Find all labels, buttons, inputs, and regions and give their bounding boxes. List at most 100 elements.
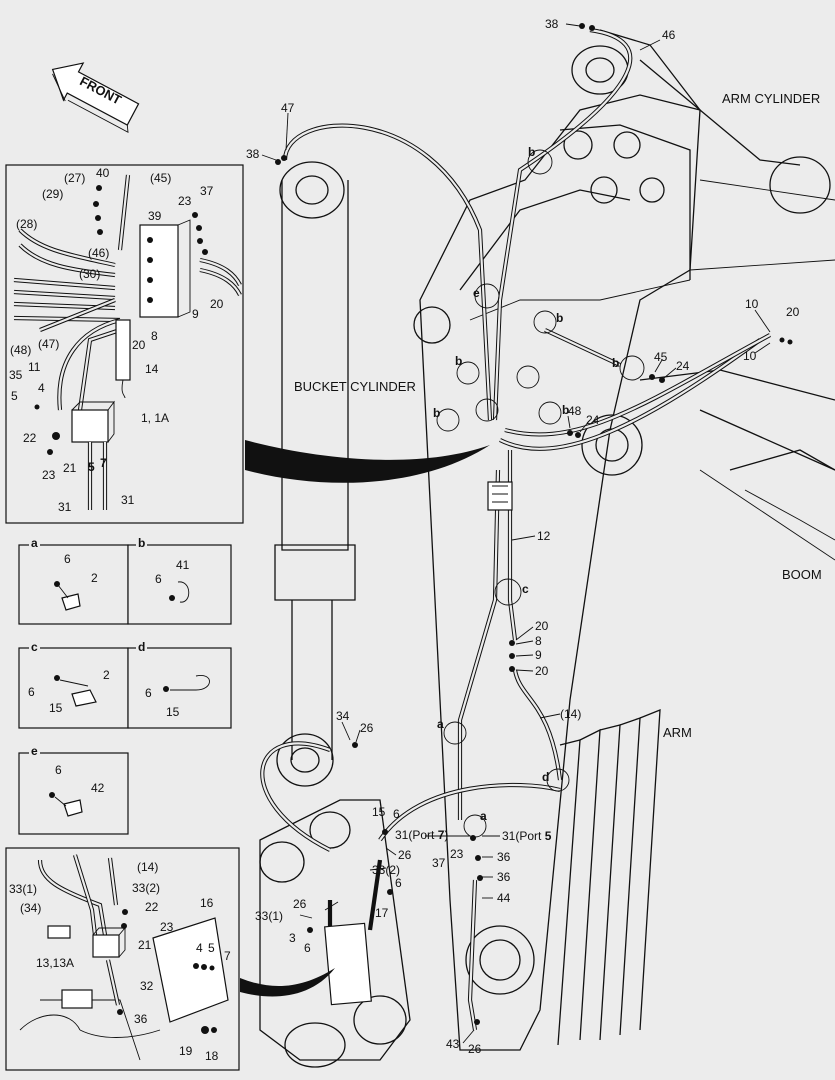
detail-a-callout-2: 2 [91,571,98,585]
callout-26: 26 [293,897,307,911]
bucket-cylinder-label: BUCKET CYLINDER [294,379,416,394]
detail-c-title: c [29,640,40,654]
inset2-callout-13-13a: 13,13A [36,956,75,970]
detail-c-callout-2: 2 [103,668,110,682]
detail-a-box [18,544,129,625]
marker-c: c [522,582,529,596]
inset2-callout-23: 23 [160,920,174,934]
leader-lines [261,23,771,1044]
inset1-callout-8: 8 [151,329,158,343]
inset2-callout-21: 21 [138,938,152,952]
callout-46: 46 [662,28,676,42]
inset1-callout-20: 20 [210,297,224,311]
detail-markers [436,149,645,838]
pointer-shape-bottom [240,968,335,997]
callout-47: 47 [281,101,295,115]
detail-e-callout-6: 6 [55,763,62,777]
inset1-callout-14: 14 [145,362,159,376]
callout-37: 37 [432,856,446,870]
inset1-callout-5: 5 [11,389,18,403]
detail-a-callout-6: 6 [64,552,71,566]
inset1-callout-30: (30) [79,267,101,281]
callout-31-port7: 31(Port 7) [395,828,449,842]
callout-3: 3 [289,931,296,945]
marker-a: a [437,717,444,731]
cover-plate [324,922,372,1006]
inset1-callout-20: 20 [132,338,146,352]
arm-structure [413,29,835,1051]
marker-b: b [612,356,620,370]
inset2-callout-34: (34) [20,901,42,915]
inset1-callout-1-1a: 1, 1A [141,411,170,425]
callout-38: 38 [246,147,260,161]
marker-b: b [433,406,441,420]
marker-d: d [542,770,550,784]
inset1-callout-35: 35 [9,368,23,382]
inset2-callout-18: 18 [205,1049,219,1063]
callout-36: 36 [497,870,511,884]
inset2-callout-7: 7 [224,949,231,963]
callout-17: 17 [375,906,389,920]
inset1-callout-11: 11 [28,360,41,374]
callout-23: 23 [450,847,464,861]
inset2-callout-32: 32 [140,979,154,993]
callout-44: 44 [497,891,511,905]
inset1-callout-31: 31 [58,500,72,514]
callout-36: 36 [497,850,511,864]
detail-d-box [127,647,232,729]
detail-d-callout-15: 15 [166,705,180,719]
callout-31-port5: 31(Port 5 [502,829,552,843]
inset2-callout-16: 16 [200,896,214,910]
inset2-drawing [19,854,229,1061]
inset1-callout-21: 21 [63,461,77,475]
inset1-callout-39: 39 [148,209,162,223]
marker-e: e [473,286,480,300]
inset2-callout-36: 36 [134,1012,148,1026]
callout-24: 24 [676,359,690,373]
valve-block [487,481,513,511]
boom-label: BOOM [782,567,822,582]
detail-c-box [18,647,129,729]
detail-c-callout-15: 15 [49,701,63,715]
inset2-callout-14: (14) [137,860,159,874]
inset1-callout-46: (46) [88,246,110,260]
inset1-callout-5: 5 [88,460,95,474]
detail-e-callout-42: 42 [91,781,105,795]
inset1-callout-23: 23 [42,468,56,482]
callout-26: 26 [398,848,412,862]
arm-cylinder-label: ARM CYLINDER [722,91,821,106]
marker-b: b [562,403,570,417]
inset1-callout-4: 4 [38,381,45,395]
callout-34: 34 [336,709,350,723]
callout-14: (14) [560,707,582,721]
callout-26: 26 [468,1042,482,1056]
detail-b-callout-41: 41 [176,558,190,572]
inset1-callout-40: 40 [96,166,110,180]
inset1-callout-9: 9 [192,307,199,321]
detail-b-box [127,544,232,625]
callout-20: 20 [535,664,549,678]
callout-20: 20 [535,619,549,633]
inset1-callout-45: (45) [150,171,172,185]
detail-c-callout-6: 6 [28,685,35,699]
callout-38: 38 [545,17,559,31]
marker-b: b [556,311,564,325]
detail-e-box [18,752,129,835]
marker-b: b [528,145,536,159]
callout-6: 6 [393,807,400,821]
callout-45: 45 [654,350,668,364]
inset2-callout-19: 19 [179,1044,193,1058]
callout-43: 43 [446,1037,460,1051]
callout-24: 24 [586,413,600,427]
inset1-callout-28: (28) [16,217,38,231]
callout-10: 10 [743,349,757,363]
detail-d-callout-6: 6 [145,686,152,700]
callout-9: 9 [535,648,542,662]
inset1-callout-48: (48) [10,343,32,357]
inset1-callout-27: (27) [64,171,86,185]
callout-12: 12 [537,529,551,543]
inset2-callout-22: 22 [145,900,159,914]
callout-6: 6 [304,941,311,955]
